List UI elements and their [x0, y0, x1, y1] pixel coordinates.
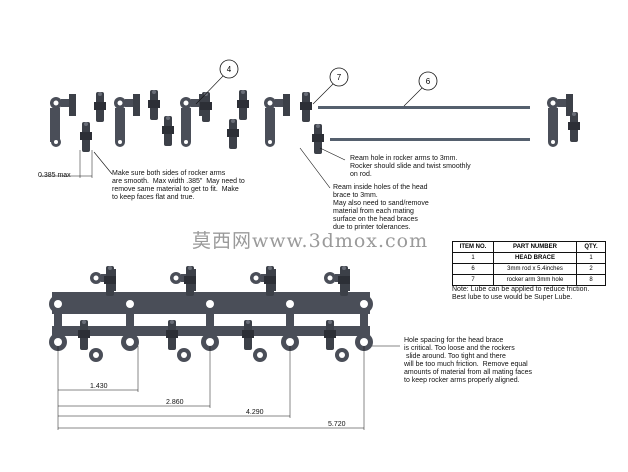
note-rocker-sides: Make sure both sides of rocker arms are …	[112, 170, 245, 201]
bom-cell: 8	[576, 274, 606, 286]
bom-cell: rocker arm 3mm hole	[493, 274, 577, 286]
bom-header-qty: QTY.	[576, 241, 606, 253]
note-lube: Note: Lube can be applied to reduce fric…	[452, 286, 590, 301]
dim-1430: 1.430	[90, 383, 108, 390]
bom-cell: 2	[576, 263, 606, 275]
dim-4290: 4.290	[246, 409, 264, 416]
note-hole-spacing: Hole spacing for the head brace is criti…	[404, 337, 532, 384]
rod-top	[318, 106, 530, 109]
bom-cell: HEAD BRACE	[493, 252, 577, 264]
bom-row: 1 HEAD BRACE 1	[452, 252, 606, 264]
svg-text:4: 4	[227, 65, 232, 74]
svg-text:6: 6	[426, 77, 431, 86]
width-dimension	[40, 150, 93, 178]
bom-cell: 3mm rod x 5.4inches	[493, 263, 577, 275]
bom-cell: 1	[452, 252, 494, 264]
note-ream-rocker: Ream hole in rocker arms to 3mm. Rocker …	[350, 155, 471, 178]
note-leaders	[93, 147, 400, 347]
watermark: 莫西网www.3dmox.com	[192, 230, 429, 252]
bom-cell: 7	[452, 274, 494, 286]
exploded-parts-row	[50, 90, 580, 154]
spacing-dimensions	[57, 346, 365, 430]
svg-text:7: 7	[337, 73, 342, 82]
bom-row: 6 3mm rod x 5.4inches 2	[452, 263, 606, 275]
bill-of-materials: ITEM NO. PART NUMBER QTY. 1 HEAD BRACE 1…	[452, 241, 606, 286]
head-brace-assembly	[49, 266, 373, 362]
balloon-6: 6	[403, 71, 438, 107]
balloon-4: 4	[195, 59, 239, 105]
note-ream-brace: Ream inside holes of the head brace to 3…	[333, 184, 429, 231]
bom-cell: 6	[452, 263, 494, 275]
bom-header-item: ITEM NO.	[452, 241, 494, 253]
bom-header-row: ITEM NO. PART NUMBER QTY.	[452, 241, 606, 253]
dim-2860: 2.860	[166, 399, 184, 406]
rod-bottom	[330, 138, 530, 141]
bom-header-part: PART NUMBER	[493, 241, 577, 253]
bom-cell: 1	[576, 252, 606, 264]
dim-5720: 5.720	[328, 421, 346, 428]
balloon-7: 7	[312, 67, 349, 105]
bom-row: 7 rocker arm 3mm hole 8	[452, 274, 606, 286]
dim-width-max: 0.385 max	[38, 172, 71, 179]
